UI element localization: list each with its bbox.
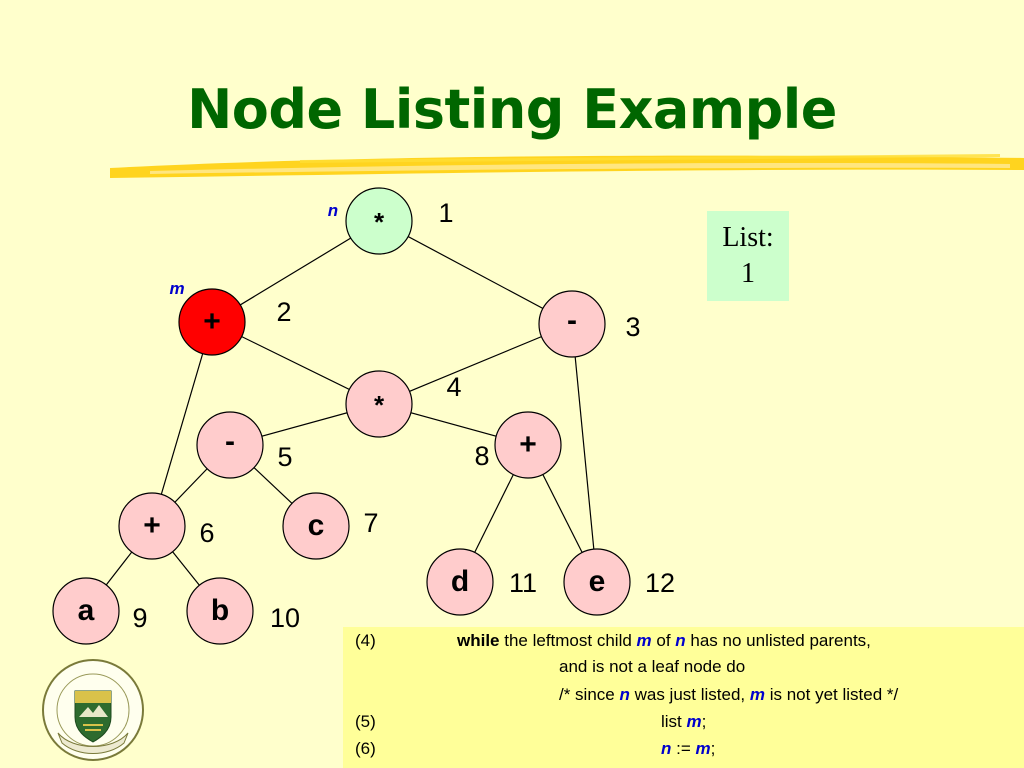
pointer-label-m: m <box>169 279 184 298</box>
node-number: 7 <box>363 508 378 538</box>
node-number: 1 <box>438 198 453 228</box>
code-variable: m <box>686 712 702 731</box>
node-circle <box>118 492 186 560</box>
line-text: list m; <box>661 712 706 732</box>
node-circle <box>538 290 606 358</box>
node-circle <box>178 288 246 356</box>
node-symbol: d <box>451 565 469 598</box>
code-variable: m <box>636 631 652 650</box>
code-text: := <box>671 739 696 758</box>
code-keyword: while <box>457 631 500 650</box>
node-symbol: e <box>589 565 606 598</box>
line-text: /* since n was just listed, m is not yet… <box>559 685 898 705</box>
code-variable: n <box>661 739 672 758</box>
list-value: 1 <box>741 258 755 289</box>
code-text: is not yet listed */ <box>765 685 899 704</box>
node-symbol: + <box>203 305 221 338</box>
code-text: of <box>651 631 676 650</box>
node-symbol: - <box>567 304 577 337</box>
list-label: List: <box>722 222 774 253</box>
node-number: 12 <box>645 568 675 598</box>
code-variable: n <box>675 631 686 650</box>
node-symbol: + <box>519 428 537 461</box>
line-number: (4) <box>355 631 376 650</box>
node-number: 4 <box>446 372 461 402</box>
node-number: 11 <box>509 568 537 598</box>
line-text: while the leftmost child m of n has no u… <box>457 631 871 651</box>
node-symbol: + <box>143 509 161 542</box>
node-number: 3 <box>625 312 640 342</box>
edge-line <box>378 323 573 405</box>
node-number: 10 <box>270 603 300 633</box>
code-variable: m <box>695 739 711 758</box>
code-text: was just listed, <box>629 685 750 704</box>
code-text: list <box>661 712 687 731</box>
node-circle <box>186 577 254 645</box>
node-number: 6 <box>199 518 214 548</box>
code-line: /* since n was just listed, m is not yet… <box>343 685 1024 709</box>
line-text: n := m; <box>661 739 715 759</box>
code-variable: n <box>619 685 630 704</box>
listed-nodes-box: List: 1 <box>707 211 789 301</box>
node-number: 8 <box>474 441 489 471</box>
code-line: and is not a leaf node do <box>343 657 1024 681</box>
code-text: has no unlisted parents, <box>685 631 871 650</box>
node-circle <box>196 411 264 479</box>
node-circle <box>52 577 120 645</box>
code-text: and is not a leaf node do <box>559 657 746 676</box>
node-symbol: b <box>211 594 229 627</box>
algorithm-code-box: (4) while the leftmost child m of n has … <box>343 627 1024 768</box>
university-crest-icon <box>42 659 144 761</box>
pointer-label-n: n <box>328 201 338 220</box>
line-number: (6) <box>355 739 376 758</box>
code-line: (4) while the leftmost child m of n has … <box>343 631 1024 655</box>
node-number: 2 <box>276 297 291 327</box>
code-line: (5) list m; <box>343 712 1024 736</box>
code-text: ; <box>701 712 707 731</box>
code-variable: m <box>749 685 765 704</box>
node-number: 5 <box>277 442 292 472</box>
edge-line <box>571 323 598 583</box>
edge-line <box>151 321 213 527</box>
node-symbol: * <box>374 390 385 420</box>
node-circle <box>345 370 413 438</box>
node-circle <box>563 548 631 616</box>
code-text: the leftmost child <box>499 631 637 650</box>
node-circle <box>282 492 350 560</box>
edge-line <box>378 220 573 325</box>
node-number: 9 <box>132 603 147 633</box>
code-text: /* since <box>559 685 620 704</box>
code-text: ; <box>710 739 716 758</box>
line-text: and is not a leaf node do <box>559 657 745 677</box>
code-line: (6) n := m; <box>343 739 1024 763</box>
node-circle <box>494 411 562 479</box>
node-circle <box>345 187 413 255</box>
node-circle <box>426 548 494 616</box>
node-symbol: c <box>308 509 325 542</box>
node-symbol: * <box>374 207 385 237</box>
node-symbol: - <box>225 425 235 458</box>
node-symbol: a <box>78 594 95 627</box>
slide-title: Node Listing Example <box>187 78 837 141</box>
line-number: (5) <box>355 712 376 731</box>
